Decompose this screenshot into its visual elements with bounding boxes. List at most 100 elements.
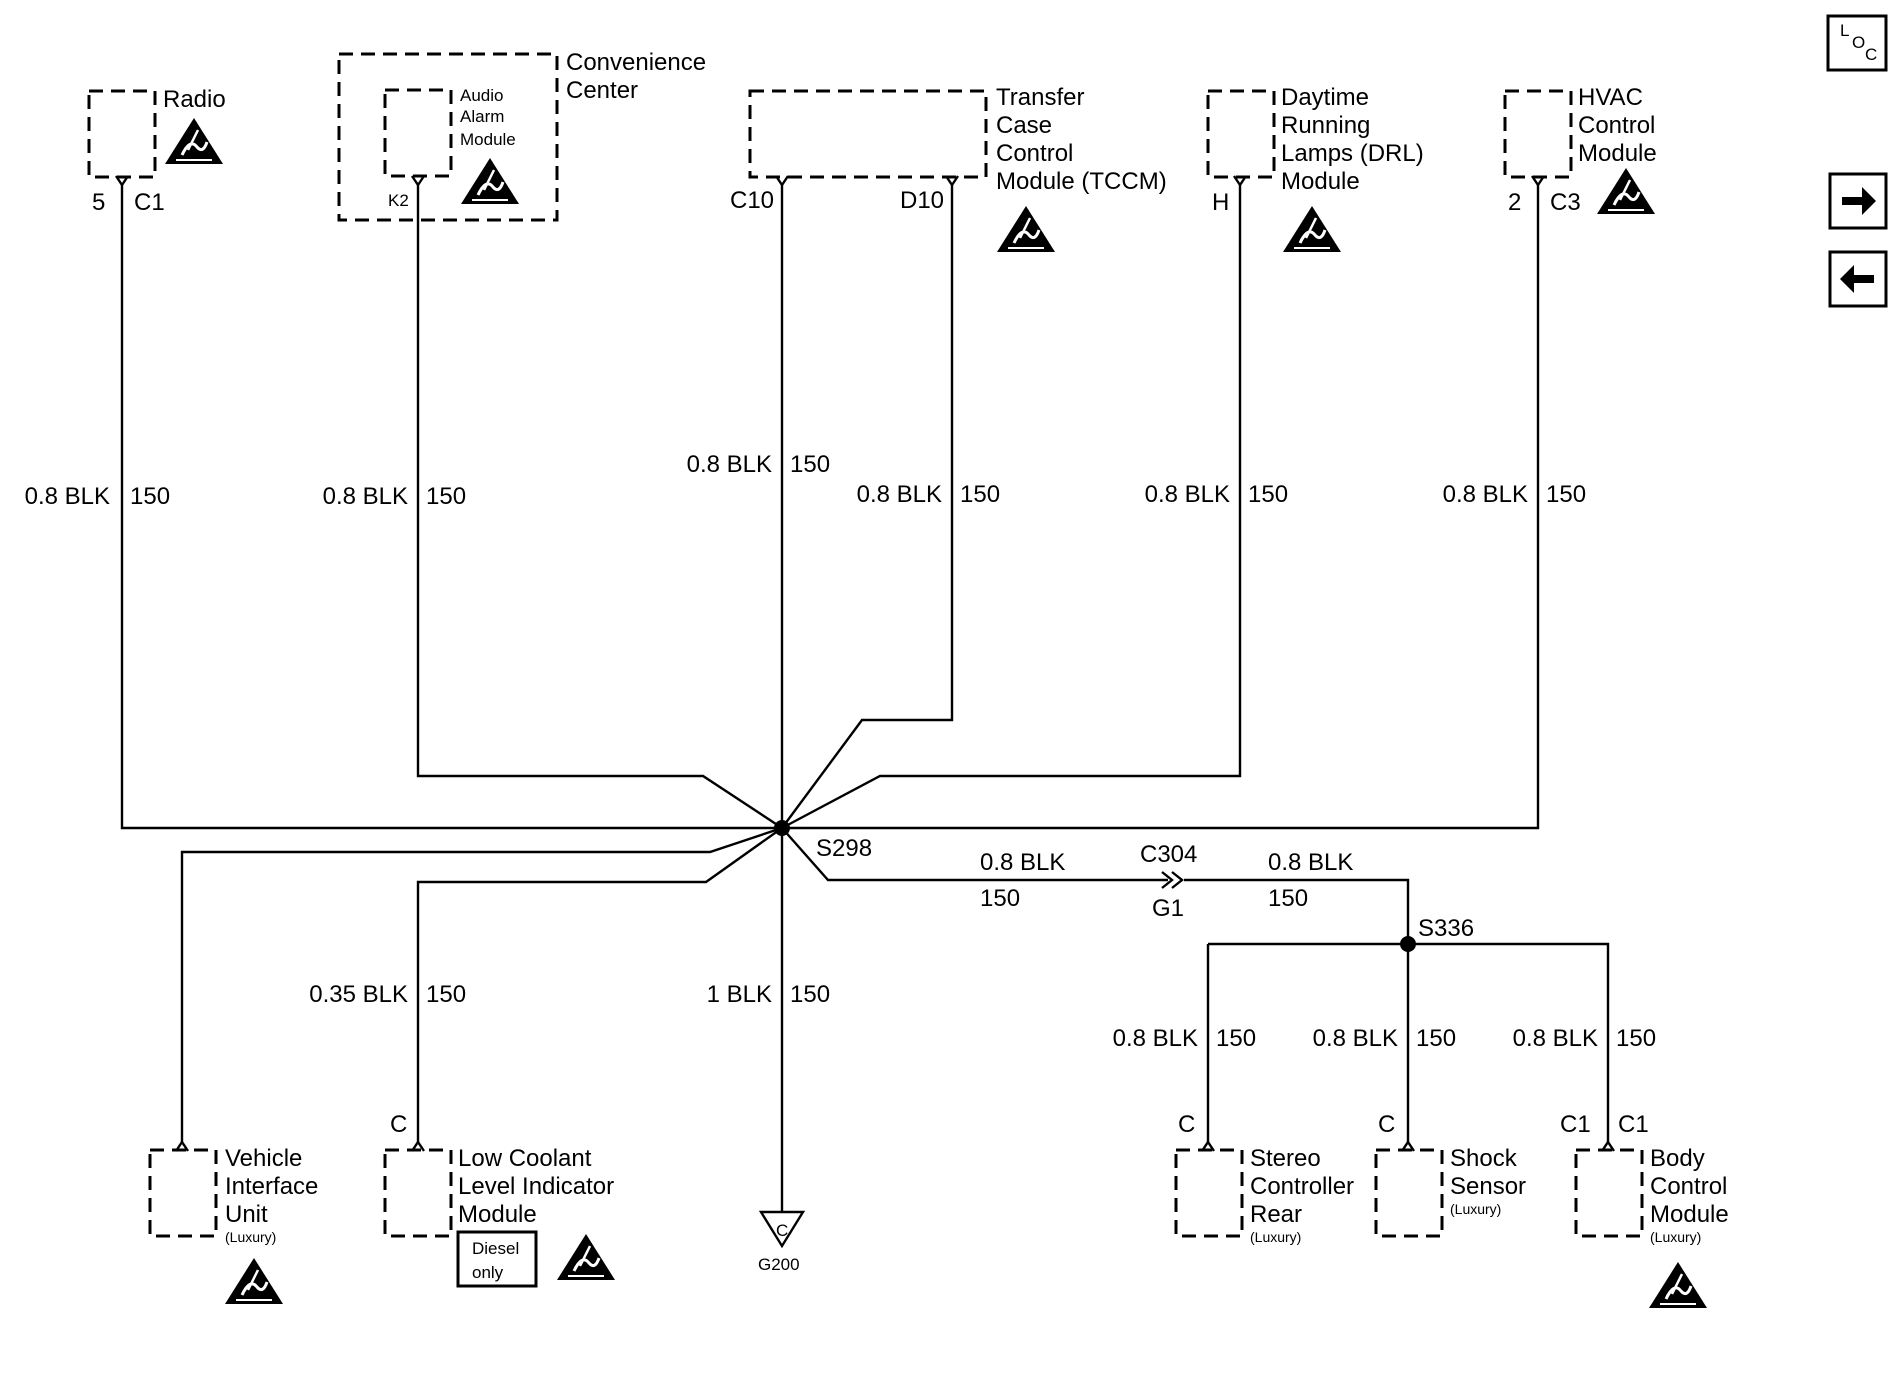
hvac-control-module-box	[1503, 89, 1573, 179]
radio-box	[87, 89, 157, 179]
stereo-pin: C	[1178, 1111, 1195, 1138]
shock-label-2: Sensor	[1450, 1173, 1526, 1200]
wire-gauge: 0.8 BLK	[1113, 1025, 1198, 1052]
esd-warning-icon	[995, 204, 1057, 254]
tccm-box	[748, 89, 988, 179]
bcm-label-1: Body	[1650, 1145, 1705, 1172]
drl-label-2: Running	[1281, 112, 1370, 139]
radio-pin: 5	[92, 189, 105, 216]
wire-gauge: 0.8 BLK	[1145, 481, 1230, 508]
back-button[interactable]	[1828, 250, 1888, 308]
wire-gauge: 0.8 BLK	[687, 451, 772, 478]
splice-s298-label: S298	[816, 835, 872, 862]
wire-circuit: 150	[1248, 481, 1288, 508]
tccm-label-3: Control	[996, 140, 1073, 167]
wire-gauge: 0.8 BLK	[1268, 849, 1353, 876]
shock-luxury-note: (Luxury)	[1450, 1201, 1501, 1217]
hvac-pin: 2	[1508, 189, 1521, 216]
loc-letter-c: C	[1865, 45, 1877, 64]
hvac-label-1: HVAC	[1578, 84, 1643, 111]
wire-gauge: 0.8 BLK	[323, 483, 408, 510]
wire-gauge: 0.8 BLK	[980, 849, 1065, 876]
convenience-center-box	[337, 52, 559, 222]
convenience-center-label: Convenience	[566, 49, 706, 76]
bcm-label-2: Control	[1650, 1173, 1727, 1200]
tccm-pin-c10: C10	[730, 187, 774, 214]
wire-gauge: 0.8 BLK	[857, 481, 942, 508]
loc-letter-l: L	[1840, 21, 1849, 40]
arrow-left-icon	[1840, 265, 1874, 293]
shock-label-1: Shock	[1450, 1145, 1518, 1172]
lcl-label-3: Module	[458, 1201, 537, 1228]
hvac-connector: C3	[1550, 189, 1581, 216]
audio-alarm-label-3: Module	[460, 130, 516, 149]
wire-circuit: 150	[1268, 885, 1308, 912]
wire-gauge: 0.8 BLK	[25, 483, 110, 510]
drl-label-1: Daytime	[1281, 84, 1369, 111]
esd-warning-icon	[1281, 204, 1343, 254]
drl-label-3: Lamps (DRL)	[1281, 140, 1424, 167]
c304-connector-symbol	[1161, 871, 1174, 889]
lcl-label-1: Low Coolant	[458, 1145, 592, 1172]
lcl-pin: C	[390, 1111, 407, 1138]
forward-button[interactable]	[1828, 172, 1888, 230]
radio-label: Radio	[163, 86, 226, 113]
audio-alarm-label-2: Alarm	[460, 107, 504, 126]
low-coolant-module-box	[383, 1148, 453, 1238]
wire-gauge: 0.35 BLK	[309, 981, 408, 1008]
wire-gauge: 0.8 BLK	[1313, 1025, 1398, 1052]
audio-alarm-label-1: Audio	[460, 86, 503, 105]
wire-circuit: 150	[790, 451, 830, 478]
wire-circuit: 150	[426, 981, 466, 1008]
splice-s298	[774, 820, 790, 836]
bcm-connector: C1	[1618, 1111, 1649, 1138]
esd-warning-icon	[163, 116, 225, 166]
loc-letter-o: O	[1852, 33, 1865, 52]
hvac-label-2: Control	[1578, 112, 1655, 139]
stereo-label-1: Stereo	[1250, 1145, 1321, 1172]
hvac-label-3: Module	[1578, 140, 1657, 167]
c304-pin-label: G1	[1152, 895, 1184, 922]
audio-alarm-module-box	[383, 88, 453, 178]
audio-alarm-pin: K2	[388, 191, 409, 210]
diesel-only-label-1: Diesel	[472, 1239, 519, 1258]
vehicle-interface-unit-box	[148, 1148, 218, 1238]
lcl-label-2: Level Indicator	[458, 1173, 614, 1200]
viu-luxury-note: (Luxury)	[225, 1229, 276, 1245]
convenience-center-label-2: Center	[566, 77, 638, 104]
stereo-label-2: Controller	[1250, 1173, 1354, 1200]
tccm-label-4: Module (TCCM)	[996, 168, 1167, 195]
esd-warning-icon	[555, 1232, 617, 1282]
diesel-only-box	[456, 1230, 538, 1288]
drl-module-box	[1206, 89, 1276, 179]
wire-gauge: 1 BLK	[707, 981, 772, 1008]
esd-warning-icon	[459, 156, 521, 206]
wire-circuit: 150	[790, 981, 830, 1008]
wire-circuit: 150	[960, 481, 1000, 508]
splice-s336-label: S336	[1418, 915, 1474, 942]
bcm-label-3: Module	[1650, 1201, 1729, 1228]
stereo-luxury-note: (Luxury)	[1250, 1229, 1301, 1245]
wire-circuit: 150	[980, 885, 1020, 912]
radio-connector: C1	[134, 189, 165, 216]
viu-label-3: Unit	[225, 1201, 268, 1228]
esd-warning-icon	[1595, 166, 1657, 216]
esd-warning-icon	[223, 1256, 285, 1306]
ground-pin: C	[776, 1221, 788, 1240]
ground-symbol	[758, 1210, 806, 1249]
drl-pin: H	[1212, 189, 1229, 216]
viu-label-2: Interface	[225, 1173, 318, 1200]
tccm-label-2: Case	[996, 112, 1052, 139]
body-control-module-box	[1574, 1148, 1644, 1238]
tccm-label-1: Transfer	[996, 84, 1084, 111]
wire-circuit: 150	[130, 483, 170, 510]
wire-circuit: 150	[426, 483, 466, 510]
shock-sensor-box	[1374, 1148, 1444, 1238]
wire-circuit: 150	[1546, 481, 1586, 508]
loc-button[interactable]: L O C	[1826, 14, 1888, 72]
wire-gauge: 0.8 BLK	[1513, 1025, 1598, 1052]
wire-circuit: 150	[1616, 1025, 1656, 1052]
diesel-only-label-2: only	[472, 1263, 504, 1282]
bcm-luxury-note: (Luxury)	[1650, 1229, 1701, 1245]
